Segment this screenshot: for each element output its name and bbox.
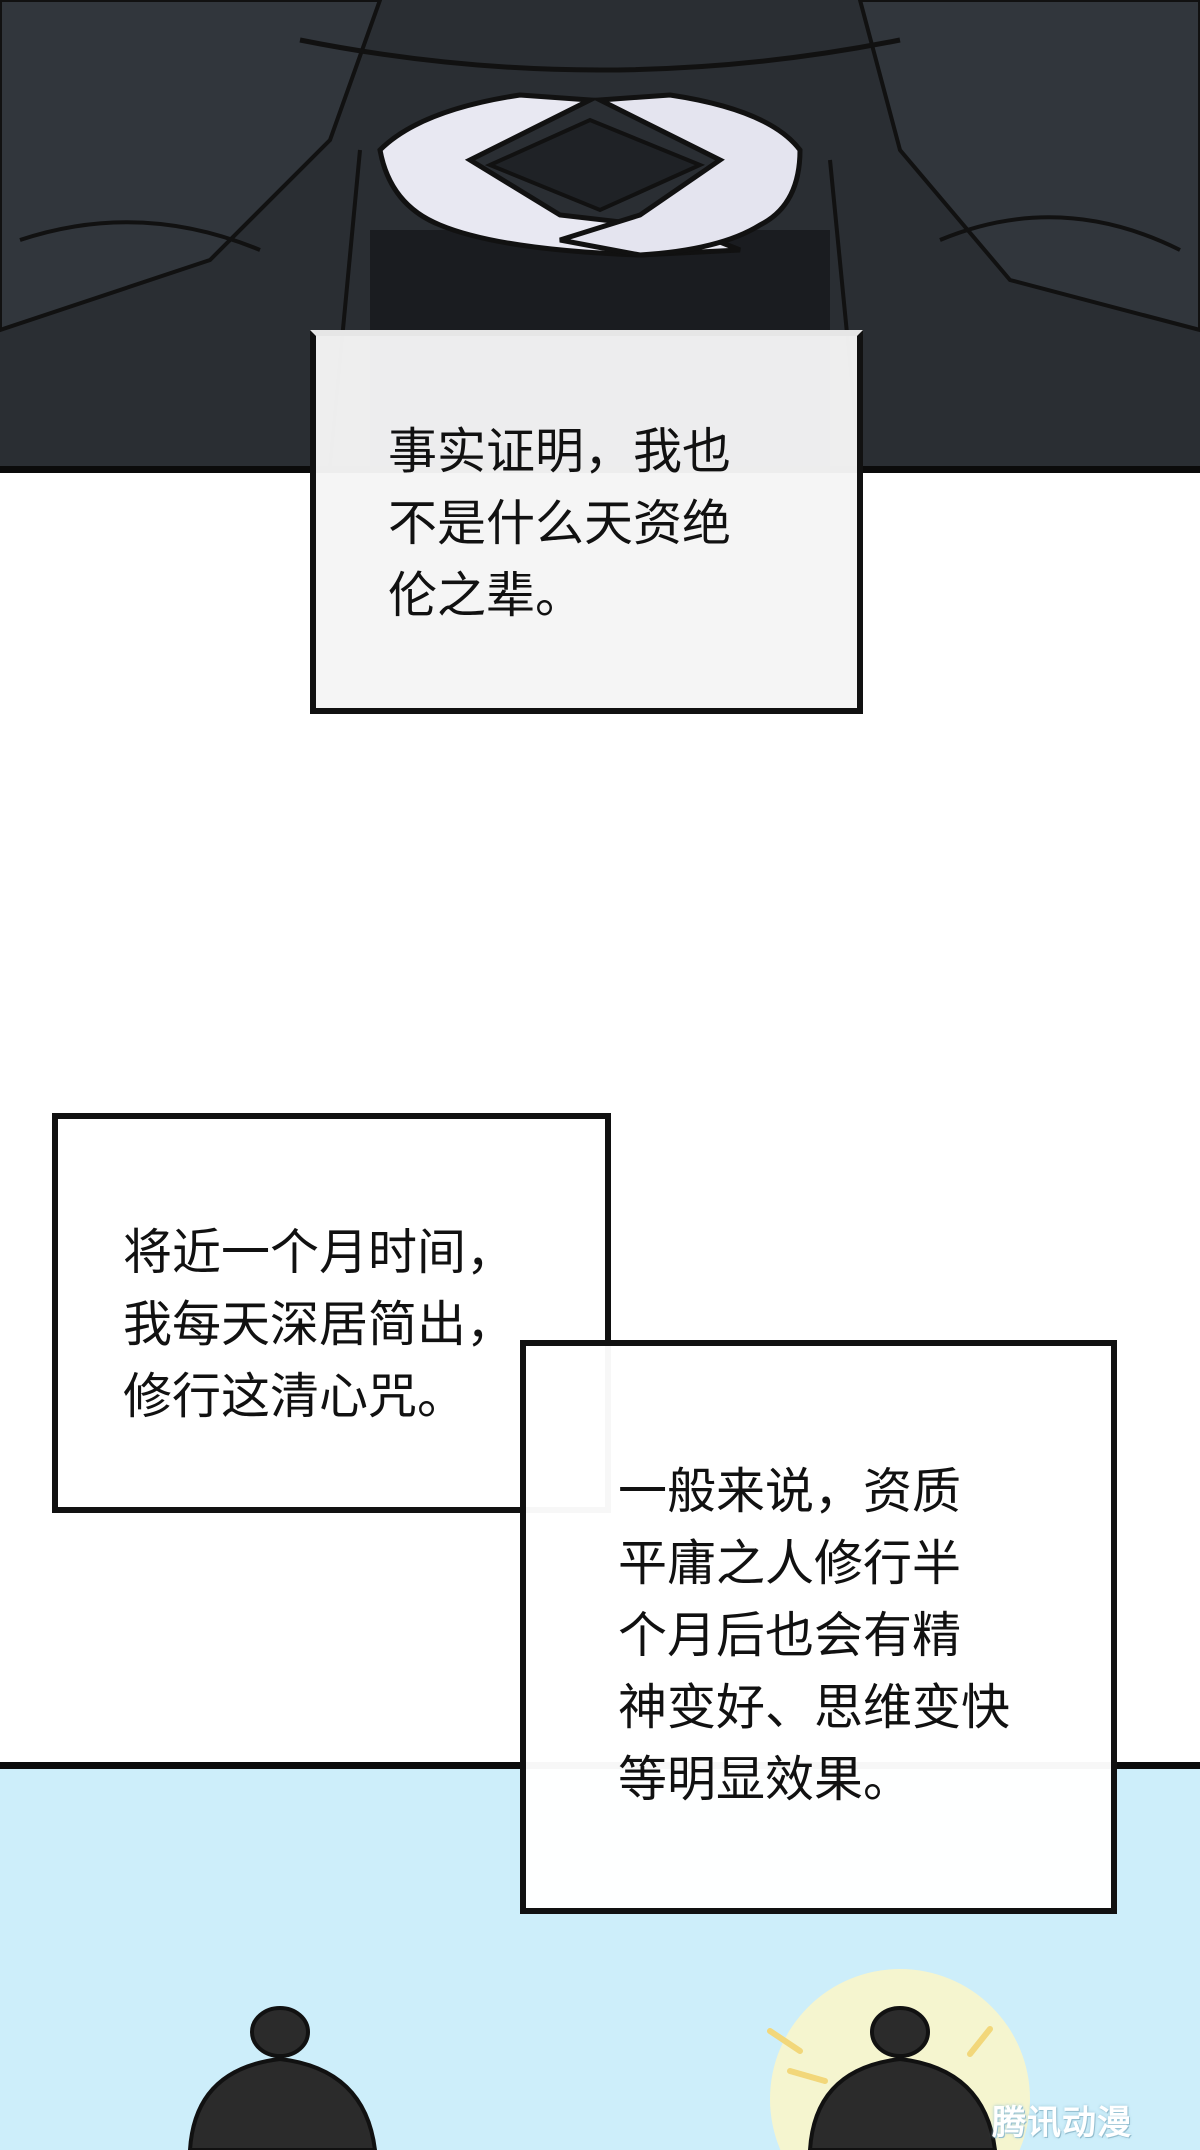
narration-caption-2: 将近一个月时间， 我每天深居简出， 修行这清心咒。 [52,1113,611,1513]
publisher-watermark: 腾讯动漫 [992,2103,1132,2143]
narration-caption-1: 事实证明，我也 不是什么天资绝 伦之辈。 [310,330,863,714]
narration-caption-3: 一般来说，资质 平庸之人修行半 个月后也会有精 神变好、思维变快 等明显效果。 [520,1340,1117,1914]
